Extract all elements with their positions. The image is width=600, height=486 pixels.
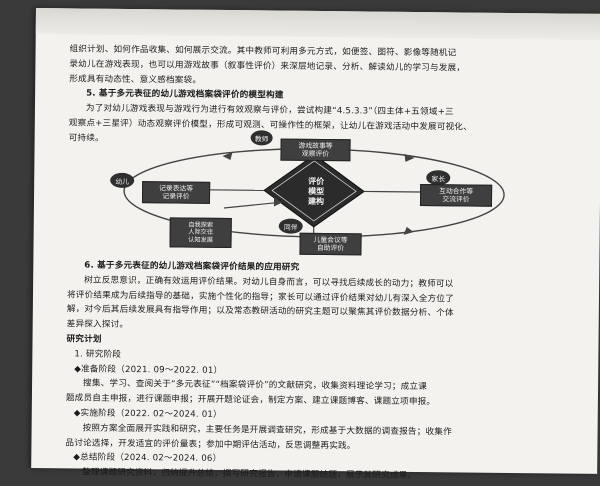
parent-node: 家长	[426, 170, 450, 185]
observation-evaluation-box: 游戏故事等 观察评价	[280, 139, 350, 162]
communication-evaluation-box: 互动合作等 交流评价	[420, 184, 492, 207]
document-page: 组织计划、如何作品收集、如何展示交流。其中教师可利用多元方式，如便签、图符、影像…	[31, 8, 600, 474]
page-top-shadow	[36, 8, 600, 40]
development-areas-box: 自我探索 人际交往 认知发展	[170, 217, 232, 248]
self-evaluation-box: 儿童会议等 自助评价	[299, 233, 361, 256]
peer-node: 同伴	[279, 219, 303, 234]
child-node: 幼儿	[110, 173, 134, 188]
record-evaluation-box: 记录表达等 记录评价	[142, 181, 210, 204]
evaluation-model-diagram: 教师 游戏故事等 观察评价 幼儿 记录表达等 记录评价 家长 互动合作等 交流评…	[73, 132, 544, 257]
lower-content: 6. 基于多元表征的幼儿游戏档案袋评价结果的应用研究 树立反思意识，正确有效运用…	[65, 258, 579, 485]
teacher-node: 教师	[251, 130, 273, 145]
model-center-label: 评价 模型 建构	[288, 177, 344, 208]
